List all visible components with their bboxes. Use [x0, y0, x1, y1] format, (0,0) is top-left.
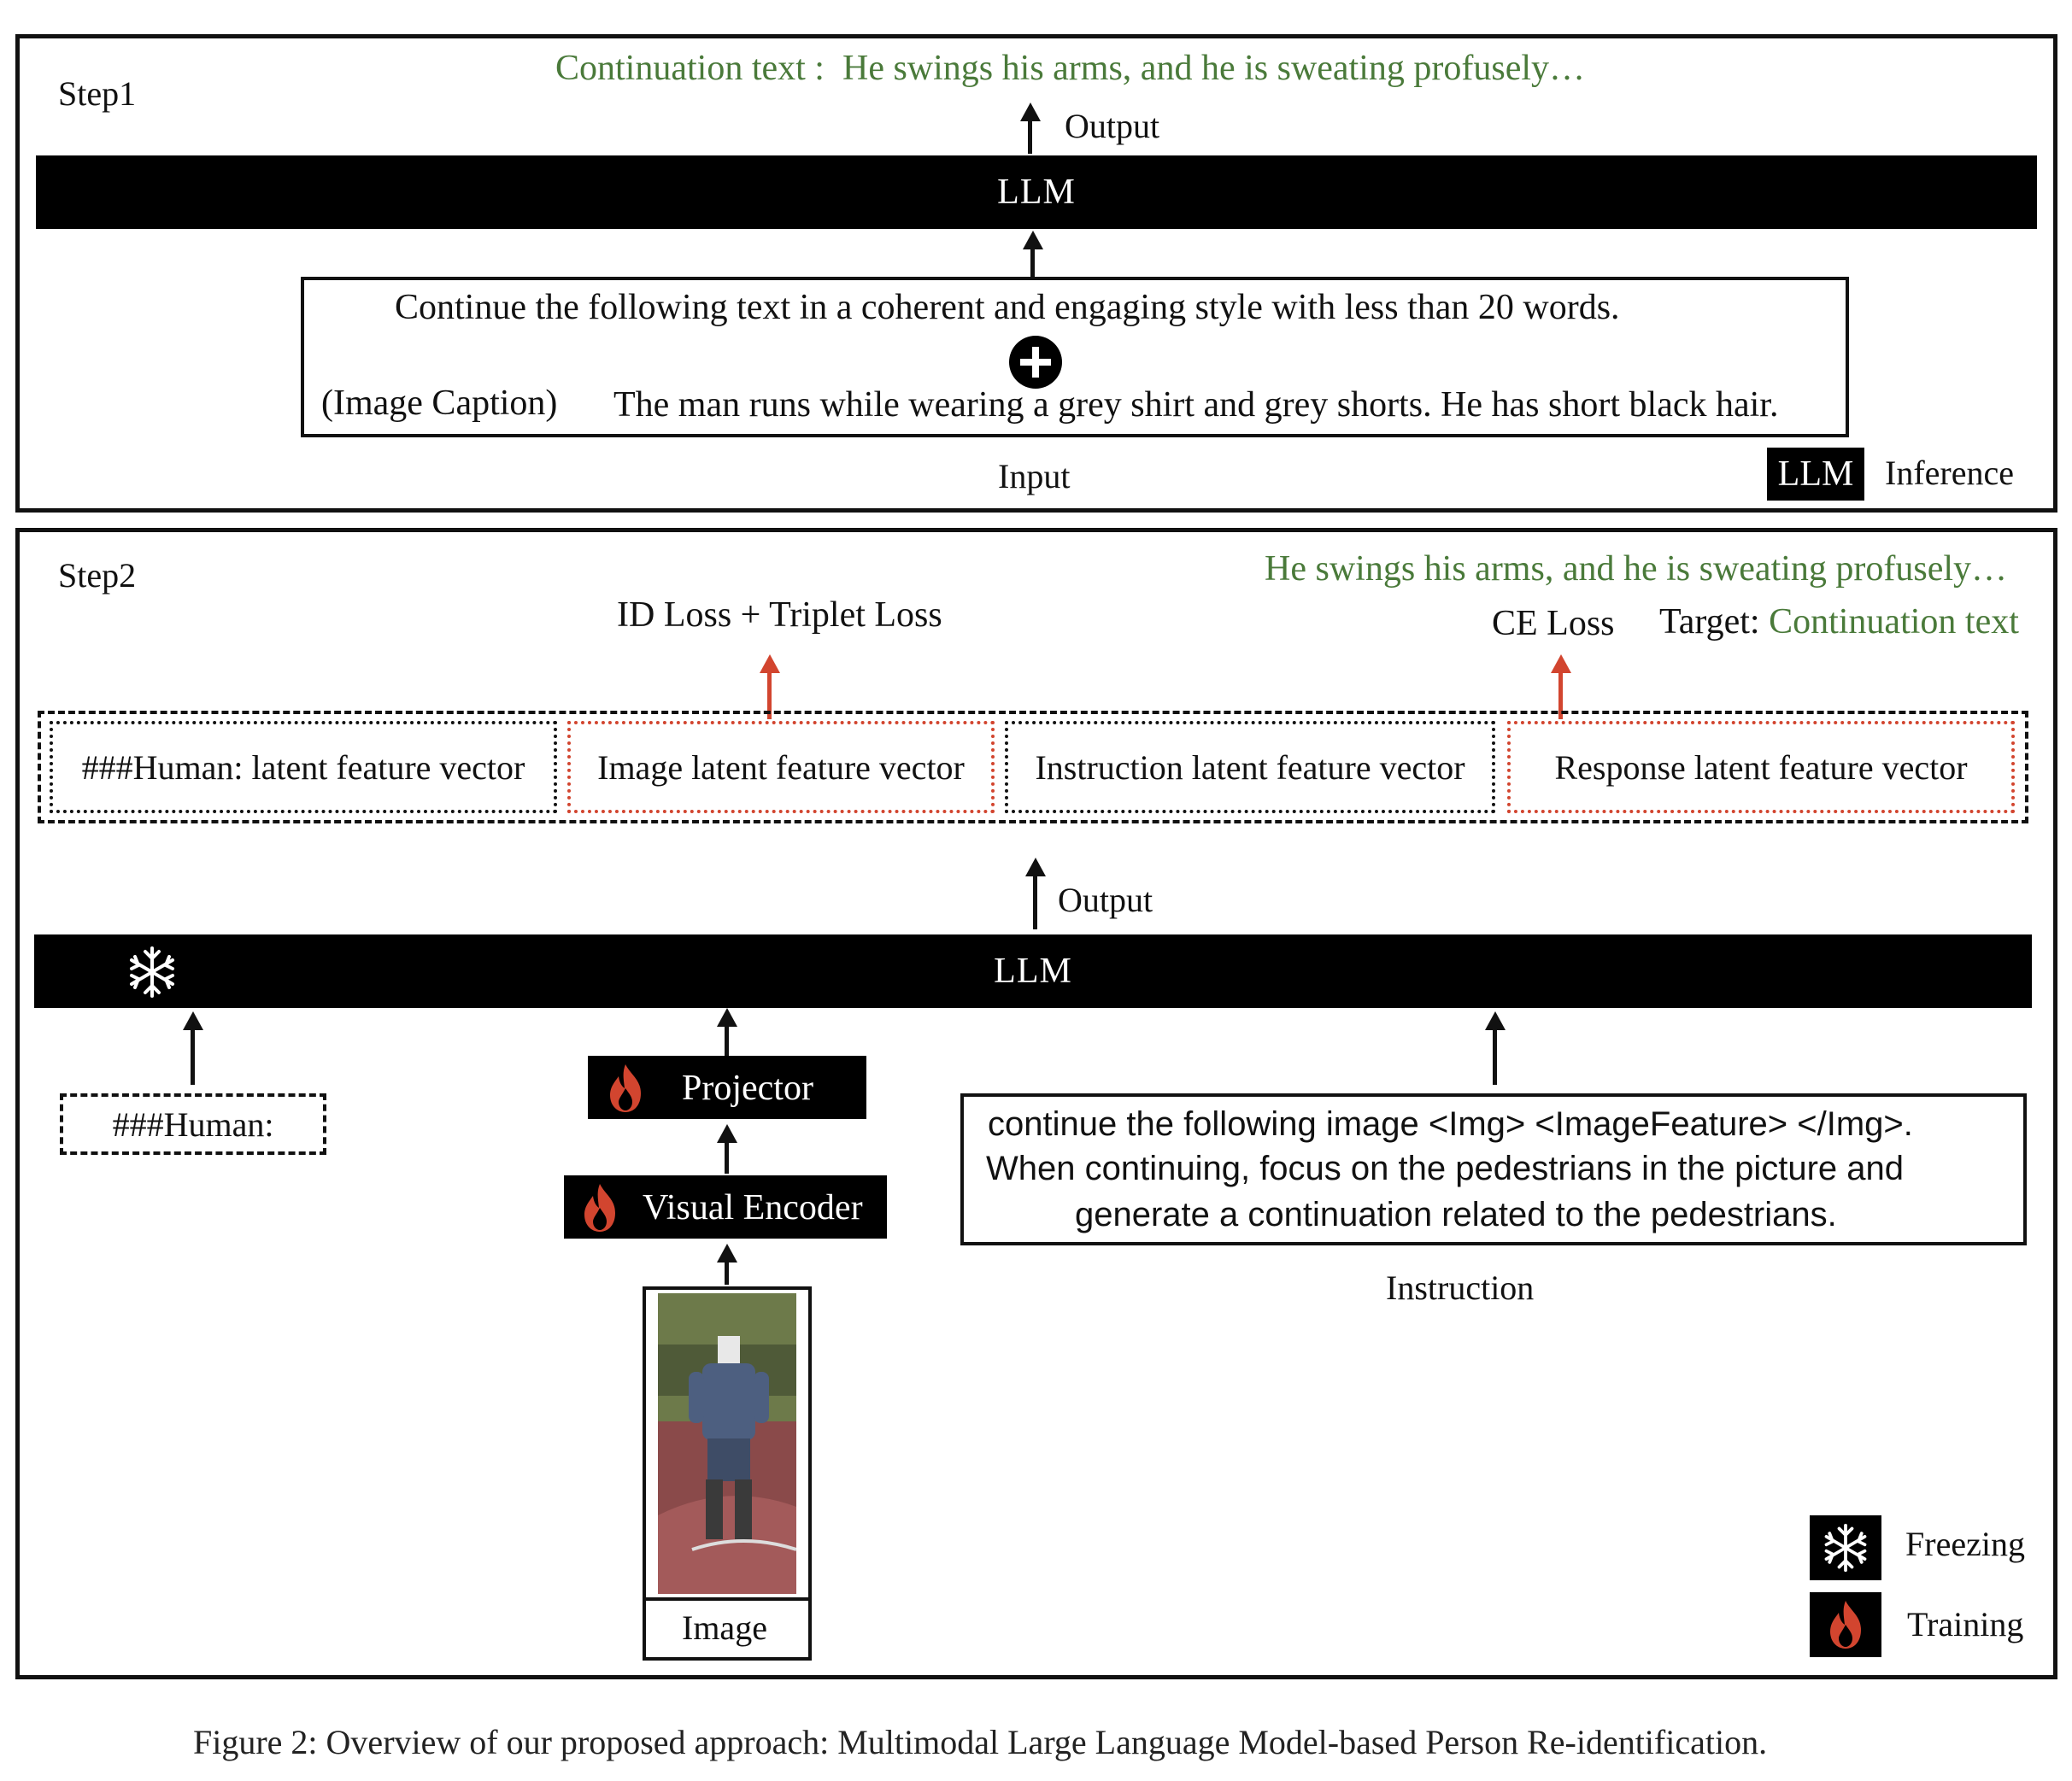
- step2-continuation-text: He swings his arms, and he is sweating p…: [1265, 549, 2008, 589]
- encoder-arrow: [725, 1141, 729, 1174]
- legend-training-label: Training: [1907, 1605, 2024, 1643]
- step1-input-label: Input: [998, 457, 1071, 495]
- instruction-line-3: generate a continuation related to the p…: [1075, 1196, 1837, 1233]
- feature-image: Image latent feature vector: [567, 721, 995, 813]
- instruction-line-1: continue the following image <Img> <Imag…: [988, 1105, 1913, 1143]
- step1-panel: [15, 34, 2057, 513]
- feature-container: [38, 711, 2028, 823]
- human-arrow: [191, 1028, 195, 1085]
- id-loss-label: ID Loss + Triplet Loss: [617, 595, 942, 635]
- legend-inference-label: Inference: [1885, 454, 2014, 492]
- feature-instruction: Instruction latent feature vector: [1005, 721, 1495, 813]
- snowflake-icon: [1824, 1523, 1867, 1573]
- step1-output-label: Output: [1065, 107, 1160, 145]
- legend-llm-chip: LLM: [1767, 448, 1864, 501]
- snowflake-icon: [125, 945, 179, 999]
- target-prefix: Target:: [1659, 602, 1760, 642]
- projector-arrow: [725, 1025, 729, 1056]
- instruction-arrow: [1493, 1028, 1497, 1085]
- legend-llm-label: LLM: [1777, 454, 1854, 494]
- step2-llm-bar: LLM: [34, 934, 2032, 1008]
- caption-tag: (Image Caption): [321, 384, 558, 423]
- flame-icon: [1830, 1601, 1861, 1649]
- step2-llm-label: LLM: [994, 952, 1072, 991]
- ce-loss-arrow: [1558, 671, 1563, 719]
- step1-input-arrow: [1030, 248, 1035, 277]
- visual-encoder-label: Visual Encoder: [643, 1188, 863, 1227]
- instruction-line-2: When continuing, focus on the pedestrian…: [986, 1150, 1905, 1187]
- continuation-label: Continuation text :: [555, 49, 825, 88]
- instruction-box: continue the following image <Img> <Imag…: [960, 1093, 2027, 1245]
- plus-circle-icon: [1008, 335, 1063, 390]
- pedestrian-photo: [658, 1293, 796, 1594]
- step1-llm-label: LLM: [997, 173, 1076, 212]
- prompt-line: Continue the following text in a coheren…: [395, 288, 1620, 327]
- caption-text: The man runs while wearing a grey shirt …: [613, 385, 1779, 425]
- legend-freezing-chip: [1810, 1515, 1881, 1580]
- step1-input-box: Continue the following text in a coheren…: [301, 277, 1849, 437]
- step2-output-label: Output: [1058, 881, 1153, 919]
- legend-training-chip: [1810, 1592, 1881, 1657]
- step2-panel: [15, 528, 2057, 1679]
- instruction-label: Instruction: [1386, 1268, 1535, 1307]
- ce-loss-label: CE Loss: [1492, 604, 1615, 643]
- flame-icon: [602, 1063, 649, 1114]
- step1-continuation: Continuation text : He swings his arms, …: [555, 48, 1585, 89]
- step1-output-arrow: [1028, 120, 1032, 154]
- feature-response: Response latent feature vector: [1507, 721, 2015, 813]
- image-box: Image: [643, 1286, 812, 1661]
- id-loss-arrow: [767, 671, 772, 719]
- projector-label: Projector: [682, 1069, 813, 1108]
- continuation-text: He swings his arms, and he is sweating p…: [842, 49, 1586, 88]
- feature-human: ###Human: latent feature vector: [50, 721, 557, 813]
- image-label: Image: [682, 1608, 767, 1647]
- visual-encoder-block: Visual Encoder: [564, 1175, 887, 1239]
- flame-icon: [576, 1182, 624, 1233]
- target-value: Continuation text: [1769, 602, 2019, 642]
- step2-label: Step2: [58, 556, 137, 595]
- legend-freezing-label: Freezing: [1905, 1525, 2025, 1563]
- human-box: ###Human:: [60, 1093, 326, 1155]
- human-box-label: ###Human:: [112, 1104, 274, 1144]
- projector-block: Projector: [588, 1056, 866, 1119]
- step1-llm-bar: LLM: [36, 155, 2037, 229]
- figure-caption: Figure 2: Overview of our proposed appro…: [193, 1723, 1768, 1761]
- image-caption-divider: [646, 1597, 808, 1601]
- target-label: Target: Continuation text: [1659, 601, 2019, 642]
- step1-label: Step1: [58, 74, 137, 113]
- step2-output-arrow: [1033, 875, 1037, 929]
- image-arrow: [725, 1261, 729, 1285]
